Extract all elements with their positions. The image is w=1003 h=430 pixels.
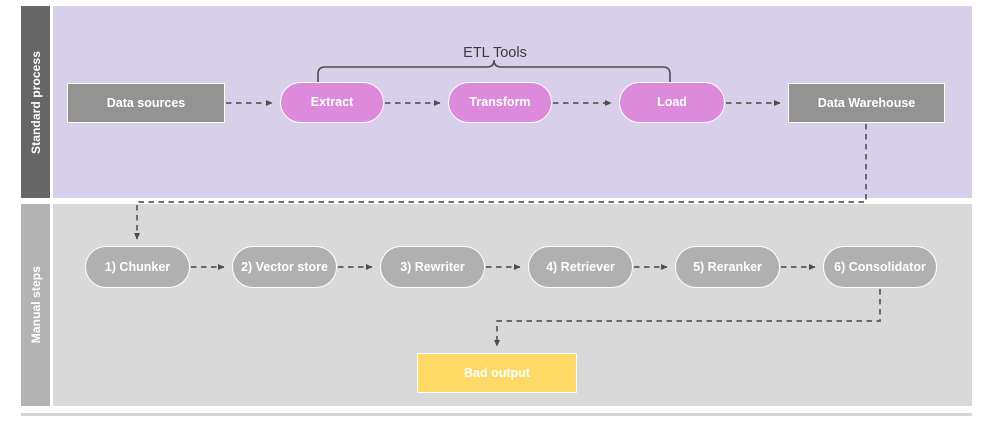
etl-tools-label: ETL Tools [463,45,527,61]
bottom-divider [21,413,972,416]
node-retriever[interactable]: 4) Retriever [528,246,633,288]
swimlane-label-standard-process: Standard process [21,6,50,198]
node-vector-store[interactable]: 2) Vector store [232,246,337,288]
node-extract[interactable]: Extract [280,82,384,123]
node-consolidator[interactable]: 6) Consolidator [823,246,937,288]
node-transform[interactable]: Transform [448,82,552,123]
swimlane-label-manual-steps: Manual steps [21,204,50,406]
swimlane-standard-process-text: Standard process [28,50,43,154]
node-data-warehouse[interactable]: Data Warehouse [788,83,945,123]
node-consolidator-label: 6) Consolidator [834,259,926,274]
node-retriever-label: 4) Retriever [546,259,615,274]
node-reranker[interactable]: 5) Reranker [675,246,780,288]
node-data-sources-label: Data sources [106,95,186,110]
node-chunker[interactable]: 1) Chunker [85,246,190,288]
node-chunker-label: 1) Chunker [104,259,171,274]
node-bad-output[interactable]: Bad output [417,353,577,393]
node-rewriter[interactable]: 3) Rewriter [380,246,485,288]
node-transform-label: Transform [469,95,531,110]
node-data-warehouse-label: Data Warehouse [817,95,916,110]
node-load[interactable]: Load [619,82,725,123]
node-load-label: Load [657,95,687,110]
swimlane-manual-steps-text: Manual steps [28,266,43,344]
node-bad-output-label: Bad output [464,365,530,380]
node-vector-store-label: 2) Vector store [241,259,328,274]
node-extract-label: Extract [310,95,354,110]
node-reranker-label: 5) Reranker [693,259,762,274]
node-data-sources[interactable]: Data sources [67,83,225,123]
node-rewriter-label: 3) Rewriter [400,259,465,274]
